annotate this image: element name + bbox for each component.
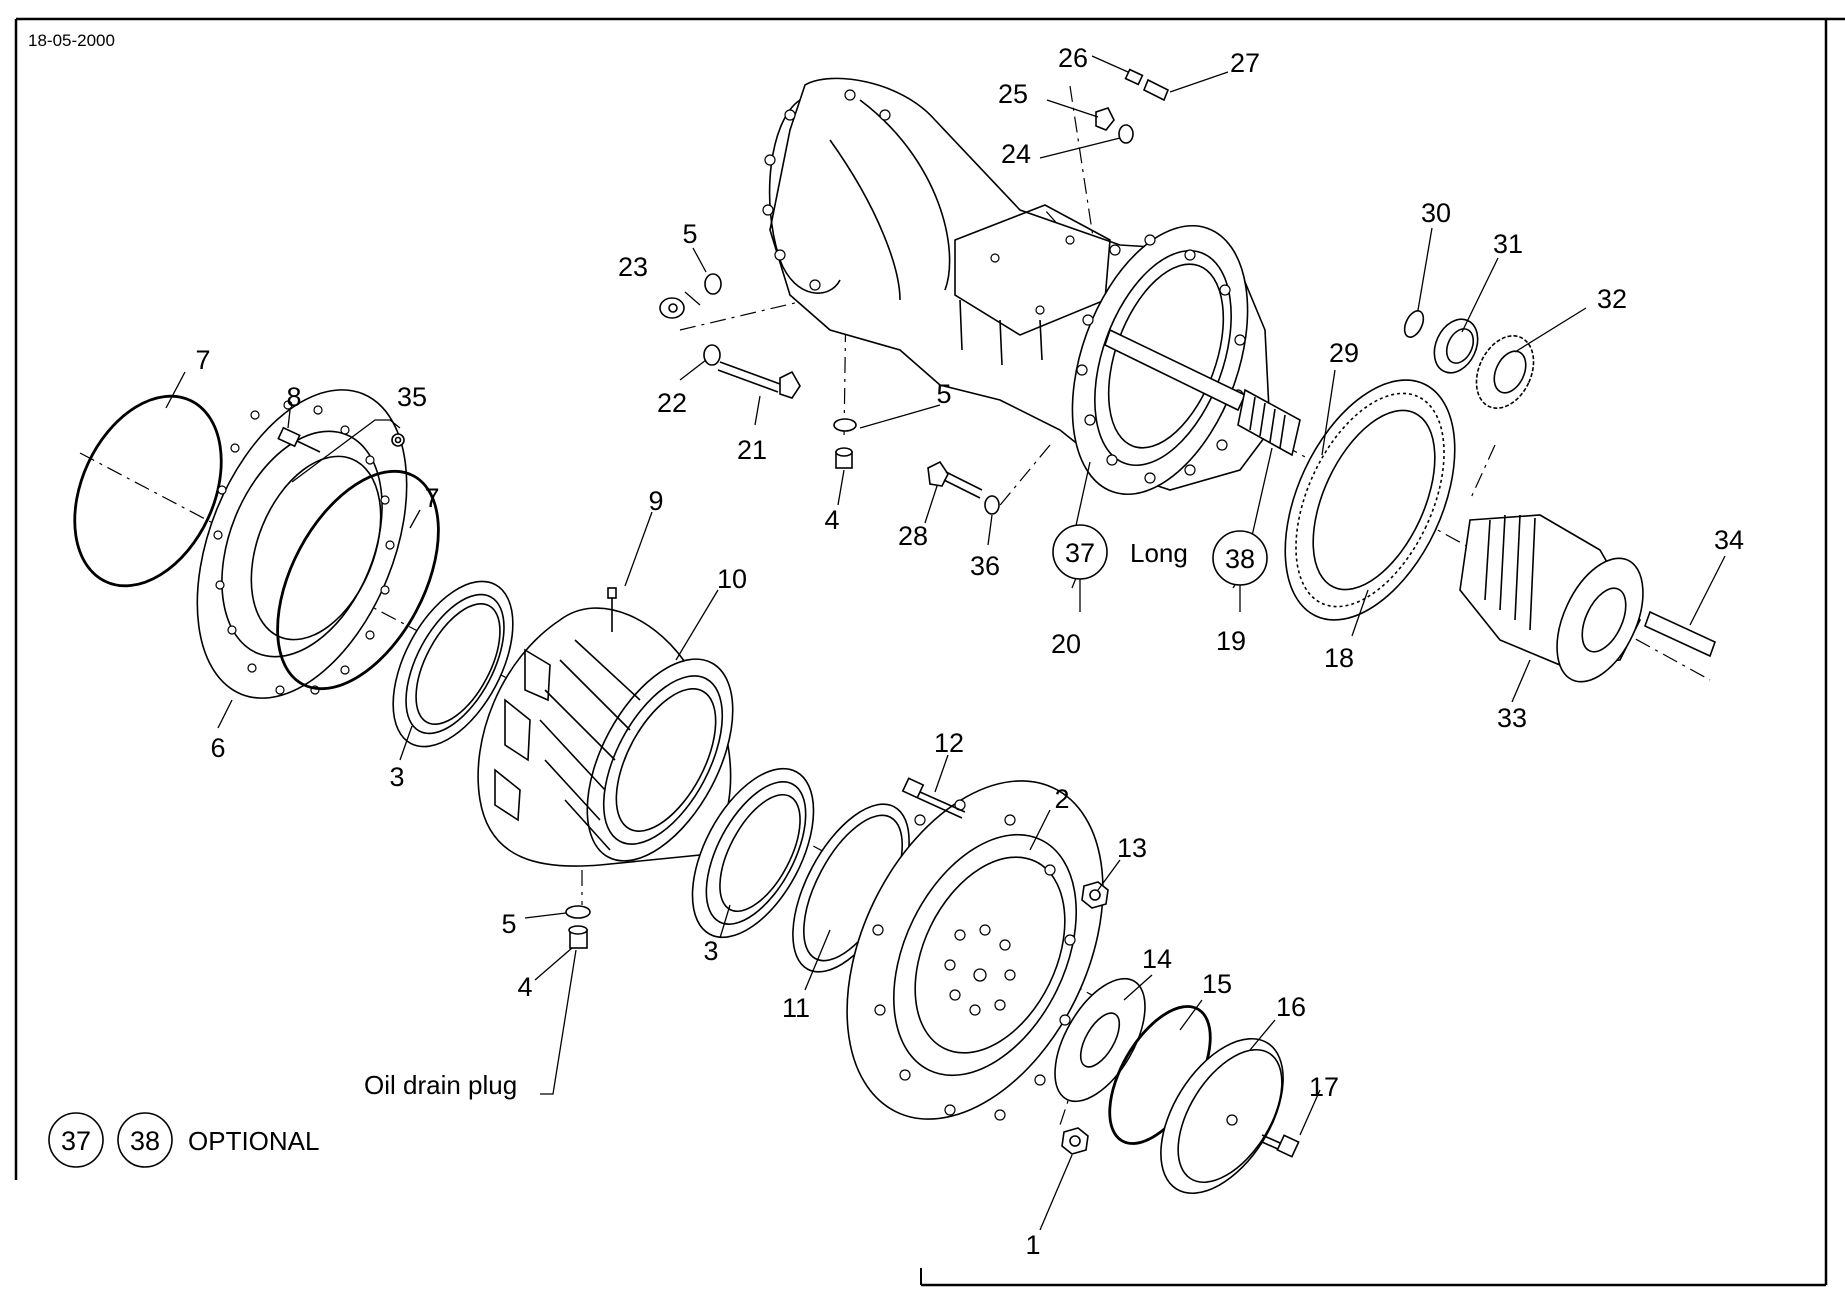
- optional-legend: 37 38 OPTIONAL: [48, 1112, 319, 1168]
- callout-15: 15: [1202, 969, 1232, 999]
- callout-7-right: 7: [424, 483, 439, 513]
- planet-gear-32: [1475, 335, 1535, 409]
- callout-24: 24: [1001, 139, 1031, 169]
- callout-12: 12: [934, 728, 964, 758]
- circled-callout-38: 38: [1212, 530, 1268, 612]
- callout-14: 14: [1142, 944, 1172, 974]
- callout-28: 28: [898, 521, 928, 551]
- callout-33: 33: [1497, 703, 1527, 733]
- wheel-hub-10: [477, 598, 734, 867]
- screw-17: [1261, 1134, 1300, 1158]
- oil-drain-note: Oil drain plug: [364, 1070, 517, 1100]
- callout-22: 22: [657, 388, 687, 418]
- callout-4-middle: 4: [824, 505, 839, 535]
- callout-35: 35: [397, 382, 427, 412]
- washer-22: [703, 344, 721, 366]
- washer-5-lower: [565, 905, 591, 919]
- callout-9: 9: [648, 486, 663, 516]
- circled-37-label: 37: [1065, 538, 1095, 568]
- callout-5-middle: 5: [936, 379, 951, 409]
- callout-5-upper: 5: [682, 219, 697, 249]
- nut-13: [1081, 881, 1109, 909]
- callout-4-lower: 4: [517, 972, 532, 1002]
- bolt-28: [927, 460, 983, 499]
- stud-12: [901, 777, 966, 819]
- callout-1: 1: [1025, 1230, 1040, 1260]
- callout-3-right: 3: [703, 936, 718, 966]
- bearing-3-left: [392, 580, 514, 748]
- callout-34: 34: [1714, 525, 1744, 555]
- washer-5-middle: [833, 418, 857, 432]
- washer-36: [984, 495, 1000, 515]
- optional-label: OPTIONAL: [188, 1126, 319, 1156]
- plug-4-middle: [835, 447, 853, 469]
- callout-31: 31: [1493, 229, 1523, 259]
- circled-callout-37: 37: [1052, 524, 1108, 612]
- callout-17: 17: [1309, 1072, 1339, 1102]
- callout-29: 29: [1329, 338, 1359, 368]
- callout-labels: 7 8 35 7 6 3 9 10 5 4 3 11 12 2 13 14 15…: [195, 43, 1744, 1260]
- callout-3-left: 3: [389, 762, 404, 792]
- callout-18: 18: [1324, 643, 1354, 673]
- o-ring-7-right: [276, 469, 440, 691]
- plug-4-lower: [568, 925, 588, 949]
- cover-16: [1160, 1037, 1284, 1195]
- screw-35: [391, 433, 405, 447]
- callout-30: 30: [1421, 198, 1451, 228]
- ring-gear-18: [1284, 379, 1456, 621]
- callout-23: 23: [618, 252, 648, 282]
- callout-2: 2: [1054, 784, 1069, 814]
- callout-25: 25: [998, 79, 1028, 109]
- planet-carrier-33: [1459, 514, 1644, 683]
- plug-23: [659, 297, 685, 319]
- screw-26: [1124, 68, 1144, 86]
- snap-ring-30: [1403, 310, 1425, 338]
- breather-27: [1142, 78, 1170, 102]
- callout-5-lower: 5: [501, 909, 516, 939]
- bolt-21: [717, 361, 801, 399]
- washer-5-upper: [704, 273, 722, 295]
- callout-20: 20: [1051, 629, 1081, 659]
- callout-27: 27: [1230, 48, 1260, 78]
- callout-26: 26: [1058, 43, 1088, 73]
- callout-19: 19: [1216, 626, 1246, 656]
- disc-2: [846, 780, 1104, 1121]
- callout-32: 32: [1597, 284, 1627, 314]
- circled-38-label: 38: [1225, 544, 1255, 574]
- callout-7-left: 7: [195, 345, 210, 375]
- legend-38-label: 38: [130, 1126, 160, 1156]
- callout-8: 8: [286, 382, 301, 412]
- drawing-date: 18-05-2000: [28, 31, 115, 50]
- callout-11: 11: [782, 993, 810, 1023]
- grease-nipple-9: [607, 587, 617, 599]
- callout-10: 10: [717, 564, 747, 594]
- callout-16: 16: [1276, 992, 1306, 1022]
- callout-6: 6: [210, 733, 225, 763]
- nut-1: [1061, 1127, 1089, 1155]
- callout-36: 36: [970, 551, 1000, 581]
- washer-24: [1118, 124, 1134, 144]
- axle-shaft-19: [1104, 328, 1301, 457]
- pin-34: [1644, 610, 1716, 658]
- legend-37-label: 37: [61, 1126, 91, 1156]
- callout-21: 21: [737, 435, 767, 465]
- bolt-25: [1095, 107, 1115, 131]
- o-ring-7-left: [73, 394, 223, 588]
- screw-8: [277, 426, 321, 453]
- callout-13: 13: [1117, 833, 1147, 863]
- bearing-3-right: [691, 767, 815, 939]
- plate-14: [1054, 977, 1146, 1103]
- long-note: Long: [1130, 538, 1188, 568]
